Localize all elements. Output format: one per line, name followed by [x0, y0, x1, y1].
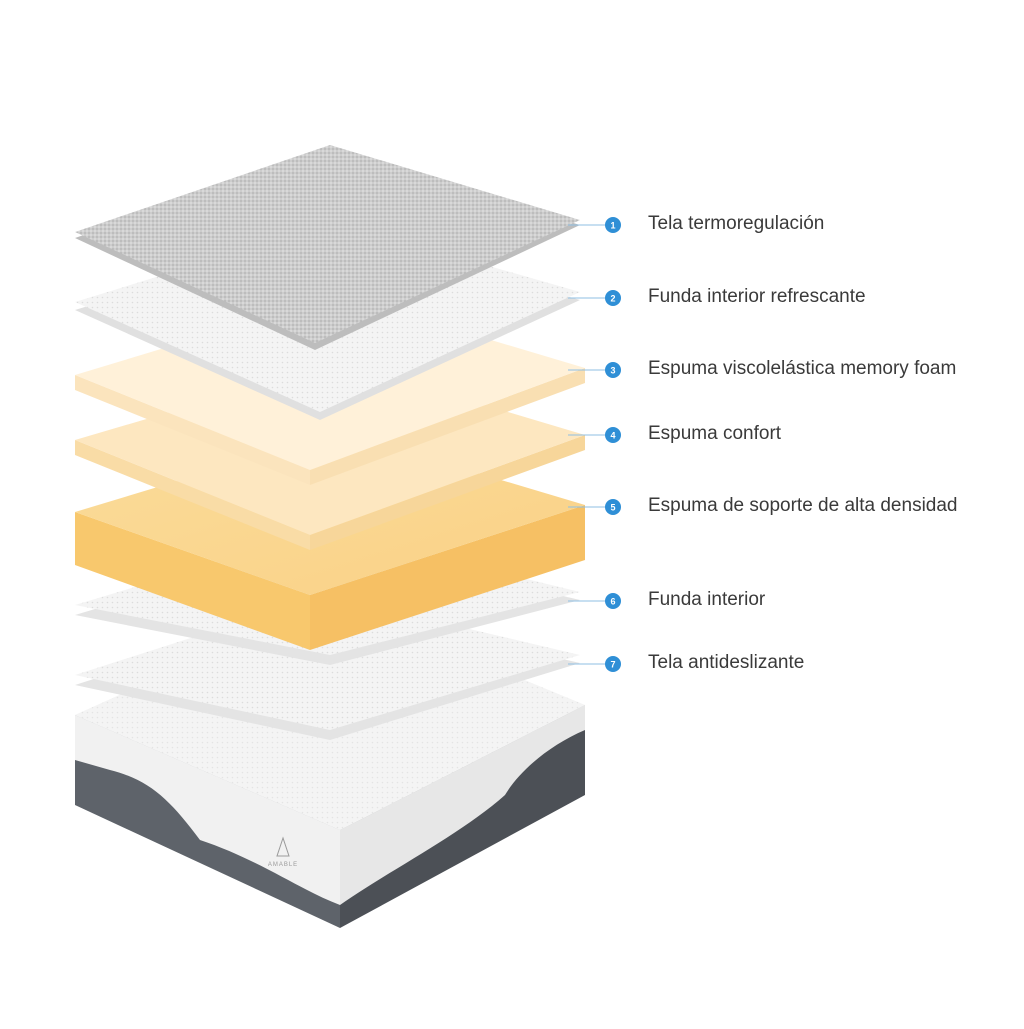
layer-label-4: Espuma confort — [648, 423, 782, 444]
mattress-base-white-front — [75, 715, 340, 905]
mattress-base-white-right — [340, 705, 585, 905]
marker-6 — [605, 593, 621, 609]
marker-2 — [605, 290, 621, 306]
marker-number-1: 1 — [610, 221, 615, 231]
layer-1-sheet — [75, 145, 580, 350]
marker-7 — [605, 656, 621, 672]
marker-number-4: 4 — [610, 431, 615, 441]
layer-label-1: Tela termoregulación — [648, 213, 825, 234]
brand-logo-icon — [276, 836, 290, 857]
marker-3 — [605, 362, 621, 378]
callout-markers: 1 2 3 4 5 6 7 — [568, 217, 621, 672]
marker-1 — [605, 217, 621, 233]
marker-number-6: 6 — [610, 597, 615, 607]
layer-label-3: Espuma viscolelástica memory foam — [648, 358, 957, 379]
marker-number-5: 5 — [610, 503, 615, 513]
layer-label-7: Tela antideslizante — [648, 652, 805, 673]
marker-5 — [605, 499, 621, 515]
marker-number-2: 2 — [610, 294, 615, 304]
marker-number-7: 7 — [610, 660, 615, 670]
marker-number-3: 3 — [610, 366, 615, 376]
layer-label-5: Espuma de soporte de alta densidad — [648, 495, 958, 516]
brand-logo: AMABLE — [268, 862, 298, 868]
layer-label-2: Funda interior refrescante — [648, 286, 866, 307]
marker-4 — [605, 427, 621, 443]
layer-label-6: Funda interior — [648, 589, 766, 610]
